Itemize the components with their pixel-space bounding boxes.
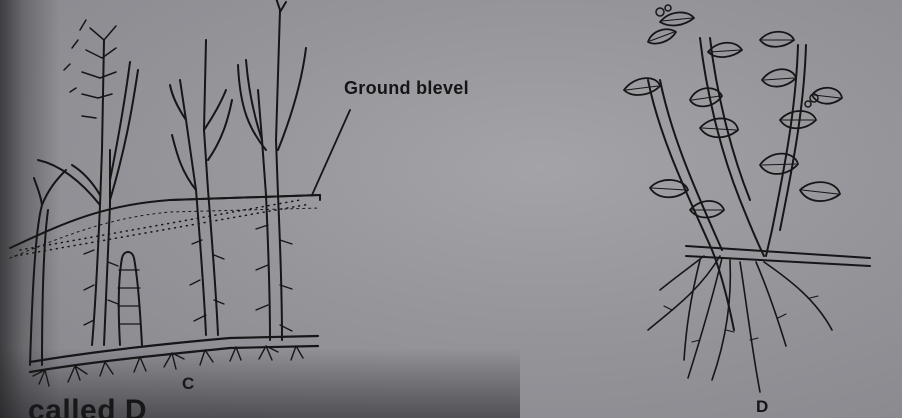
figure-d-drawing [624,5,870,392]
figure-c-label: C [182,374,194,394]
ground-level-label: Ground blevel [344,78,469,99]
figure-c-drawing [10,0,350,386]
partial-caption-text: called D [28,394,147,418]
figure-d-label: D [756,397,768,417]
